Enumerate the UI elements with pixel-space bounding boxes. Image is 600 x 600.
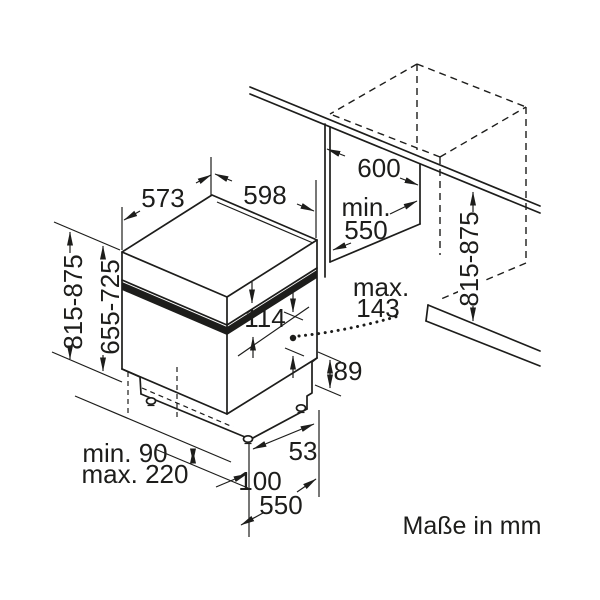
dim-label: 600	[357, 153, 400, 183]
units-note: Maße in mm	[403, 512, 542, 540]
dim-niche-depth: 600	[326, 148, 419, 186]
floor-strip	[425, 304, 541, 367]
dim-label: 815-875	[454, 211, 484, 306]
dim-max-protrusion: max. 143	[353, 272, 409, 323]
dim-label: 114	[244, 303, 285, 333]
dim-min-niche-depth: min. 550	[332, 192, 418, 251]
dim-label: 89	[334, 356, 363, 386]
dim-label: 53	[289, 436, 318, 466]
pivot-point	[289, 334, 297, 342]
dim-label: 598	[243, 180, 286, 210]
dim-label: 550	[344, 215, 387, 245]
control-panel-strip-front	[122, 282, 227, 335]
dim-label: min.	[341, 192, 390, 222]
dim-appliance-height-left: 815-875	[51, 221, 123, 383]
dishwasher-body	[121, 194, 318, 445]
dim-label: max.	[353, 272, 409, 302]
dim-label: 815-875	[58, 254, 88, 349]
dim-niche-height-right: 815-875	[454, 191, 484, 322]
worktop	[249, 86, 541, 214]
dim-label: 573	[141, 183, 184, 213]
dim-label: 143	[356, 293, 399, 323]
dim-base-depth: 550	[240, 478, 317, 526]
dim-top-width: 598	[214, 173, 315, 212]
dim-hinge-bottom: 89	[314, 351, 363, 397]
dim-hinge-offset: 53	[252, 423, 318, 466]
dim-plinth-height: min. 90 max. 220	[74, 395, 249, 489]
dim-label: 100	[238, 466, 281, 496]
dim-door-panel-height: 655-725	[95, 245, 125, 372]
dim-base-recess: 100	[215, 466, 282, 496]
dim-label: max. 220	[82, 459, 189, 489]
dim-control-panel-height: 114	[244, 282, 305, 378]
adjustable-foot	[145, 396, 157, 407]
dim-top-depth: 573	[123, 174, 212, 221]
dim-label: min. 90	[82, 438, 167, 468]
dim-label: 550	[259, 490, 302, 520]
niche-cube	[329, 63, 527, 300]
door-pivot	[289, 313, 404, 342]
door-swing-arc	[297, 313, 404, 338]
dim-label: 655-725	[95, 259, 125, 354]
adjustable-foot	[295, 403, 307, 414]
adjustable-foot	[242, 434, 254, 445]
control-panel-strip-side	[227, 270, 317, 335]
